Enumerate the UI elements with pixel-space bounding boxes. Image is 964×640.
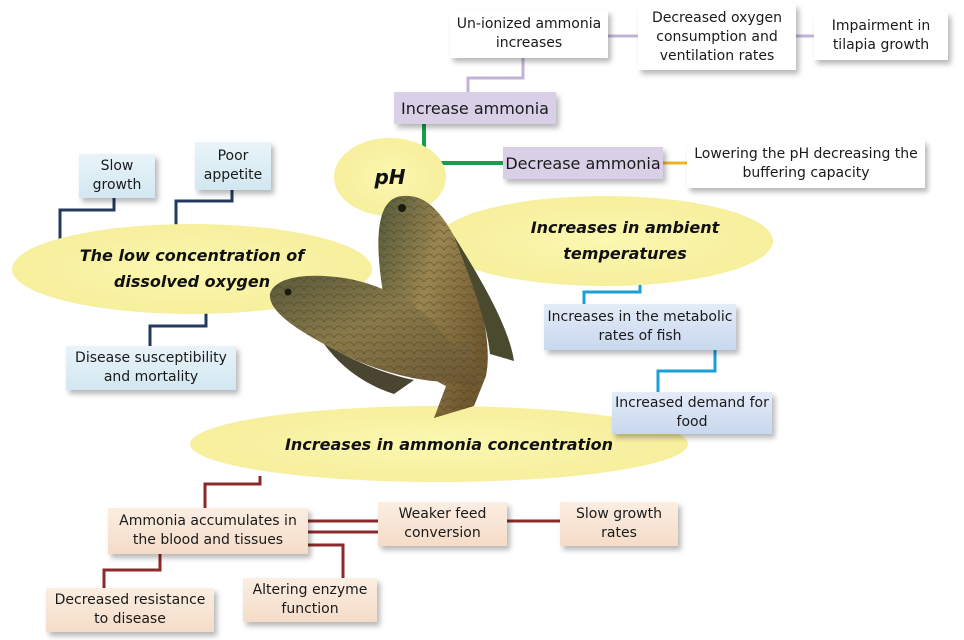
decrease-ammonia-box: Decrease ammonia — [503, 147, 663, 179]
unionized-ammonia-box: Un-ionized ammonia increases — [450, 10, 608, 58]
connector-ammonia-accumulates — [205, 476, 260, 508]
impairment-growth-box: Impairment in tilapia growth — [814, 12, 948, 60]
connector-accumulates-enzyme — [308, 545, 343, 578]
weaker-feed-box: Weaker feed conversion — [378, 502, 507, 546]
poor-appetite-box: Poor appetite — [195, 142, 271, 190]
slow-growth-rates-label: Slow growth rates — [569, 505, 669, 543]
connector-accumulates-resistance — [104, 552, 160, 588]
increased-demand-box: Increased demand for food — [612, 392, 772, 434]
lowering-ph-box: Lowering the pH decreasing the buffering… — [687, 140, 925, 188]
impairment-growth-label: Impairment in tilapia growth — [814, 17, 948, 55]
decreased-oxygen-box: Decreased oxygen consumption and ventila… — [638, 4, 796, 70]
ammonia-accumulates-box: Ammonia accumulates in the blood and tis… — [108, 508, 308, 554]
lowering-ph-label: Lowering the pH decreasing the buffering… — [687, 145, 925, 183]
decrease-ammonia-label: Decrease ammonia — [505, 154, 660, 173]
unionized-ammonia-label: Un-ionized ammonia increases — [450, 15, 608, 53]
disease-susceptibility-label: Disease susceptibility and mortality — [66, 349, 236, 387]
decreased-resistance-box: Decreased resistance to disease — [46, 588, 214, 632]
increase-ammonia-label: Increase ammonia — [401, 99, 549, 118]
slow-growth-box: Slow growth — [79, 154, 155, 198]
decreased-resistance-label: Decreased resistance to disease — [46, 591, 214, 629]
connector-increase-unionized — [468, 58, 523, 92]
altering-enzyme-box: Altering enzyme function — [243, 578, 377, 622]
metabolic-rates-label: Increases in the metabolic rates of fish — [544, 308, 736, 346]
tilapia-fish-illustration — [264, 186, 534, 426]
increase-ammonia-box: Increase ammonia — [394, 92, 556, 124]
slow-growth-rates-box: Slow growth rates — [560, 502, 678, 546]
ammonia-concentration-label: Increases in ammonia concentration — [265, 435, 613, 454]
increased-demand-label: Increased demand for food — [612, 394, 772, 432]
connector-metabolic-demand — [658, 350, 715, 392]
connector-oxygen-disease — [150, 312, 206, 346]
altering-enzyme-label: Altering enzyme function — [243, 581, 377, 619]
decreased-oxygen-label: Decreased oxygen consumption and ventila… — [638, 9, 796, 66]
slow-growth-label: Slow growth — [79, 157, 155, 195]
ammonia-accumulates-label: Ammonia accumulates in the blood and tis… — [108, 512, 308, 550]
poor-appetite-label: Poor appetite — [195, 147, 271, 185]
weaker-feed-label: Weaker feed conversion — [378, 505, 507, 543]
disease-susceptibility-box: Disease susceptibility and mortality — [66, 346, 236, 390]
metabolic-rates-box: Increases in the metabolic rates of fish — [544, 304, 736, 350]
